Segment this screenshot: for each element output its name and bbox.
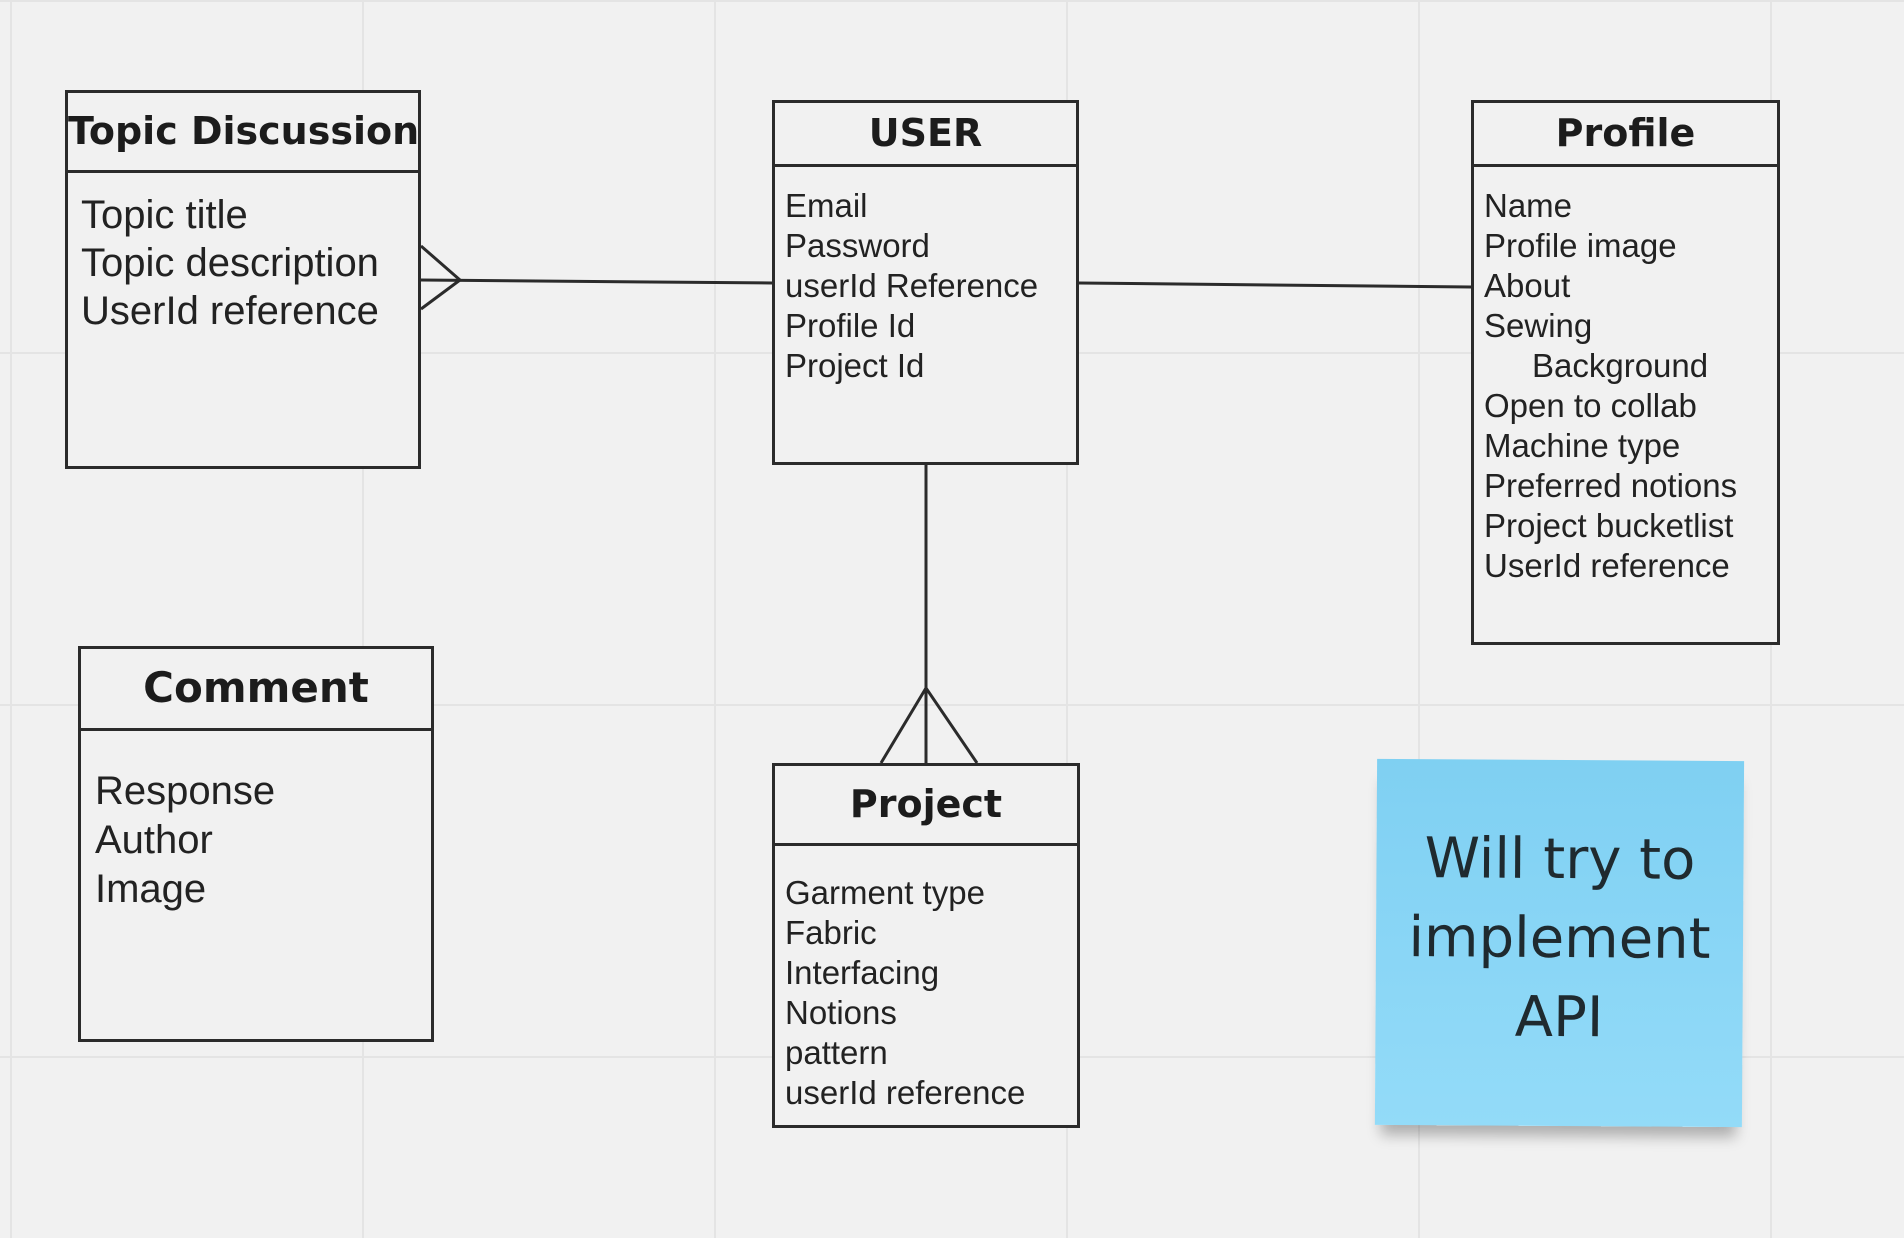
attribute: UserId reference xyxy=(81,289,379,333)
entity-comment[interactable]: Comment Response Author Image xyxy=(78,646,434,1042)
attribute: About xyxy=(1484,267,1571,304)
attribute: Author xyxy=(95,818,213,862)
connector-user-profile xyxy=(1078,281,1472,289)
sticky-note[interactable]: Will try to implement API xyxy=(1374,758,1745,1128)
attribute: Preferred notions xyxy=(1484,467,1738,504)
sticky-note-text: Will try to implement API xyxy=(1389,818,1730,1057)
attribute: userId reference xyxy=(785,1074,1026,1111)
sticky-note-line: implement xyxy=(1408,904,1711,972)
attribute: Email xyxy=(785,187,868,224)
entity-user[interactable]: USER Email Password userId Reference Pro… xyxy=(772,100,1079,465)
attribute: userId Reference xyxy=(785,267,1039,304)
attribute: Interfacing xyxy=(785,954,940,991)
attribute: Project bucketlist xyxy=(1484,507,1734,544)
entity-attributes: Garment type Fabric Interfacing Notions … xyxy=(775,846,1077,1116)
attribute: Machine type xyxy=(1484,427,1681,464)
entity-project[interactable]: Project Garment type Fabric Interfacing … xyxy=(772,763,1080,1128)
entity-attributes: Email Password userId Reference Profile … xyxy=(775,167,1076,389)
attribute: Topic description xyxy=(81,241,379,285)
attribute: Profile Id xyxy=(785,307,916,344)
attribute: Password xyxy=(785,227,930,264)
attribute: pattern xyxy=(785,1034,888,1071)
entity-title: Comment xyxy=(81,649,431,731)
connector-topic-user xyxy=(420,278,773,285)
entity-profile[interactable]: Profile Name Profile image About Sewing … xyxy=(1471,100,1780,645)
entity-title: Project xyxy=(775,766,1077,846)
attribute: Notions xyxy=(785,994,897,1031)
sticky-note-line: Will try to xyxy=(1424,825,1696,893)
sticky-note-line: API xyxy=(1514,984,1604,1050)
attribute: Background xyxy=(1532,347,1709,384)
entity-attributes: Name Profile image About Sewing Backgrou… xyxy=(1474,167,1777,589)
crows-foot-project-end xyxy=(879,685,979,764)
attribute: Open to collab xyxy=(1484,387,1697,424)
entity-title: Profile xyxy=(1474,103,1777,167)
entity-topic-discussion[interactable]: Topic Discussion Topic title Topic descr… xyxy=(65,90,421,469)
attribute: Response xyxy=(95,769,276,813)
attribute: Garment type xyxy=(785,874,985,911)
crows-foot-topic-end xyxy=(420,244,463,311)
entity-attributes: Topic title Topic description UserId ref… xyxy=(68,173,418,339)
attribute: Sewing xyxy=(1484,307,1593,344)
attribute: Fabric xyxy=(785,914,877,951)
entity-attributes: Response Author Image xyxy=(81,731,431,918)
attribute: UserId reference xyxy=(1484,547,1730,584)
attribute: Topic title xyxy=(81,193,248,237)
attribute: Project Id xyxy=(785,347,925,384)
attribute: Name xyxy=(1484,187,1573,224)
entity-title: USER xyxy=(775,103,1076,167)
attribute: Profile image xyxy=(1484,227,1677,264)
attribute: Image xyxy=(95,867,207,911)
entity-title: Topic Discussion xyxy=(68,93,419,173)
